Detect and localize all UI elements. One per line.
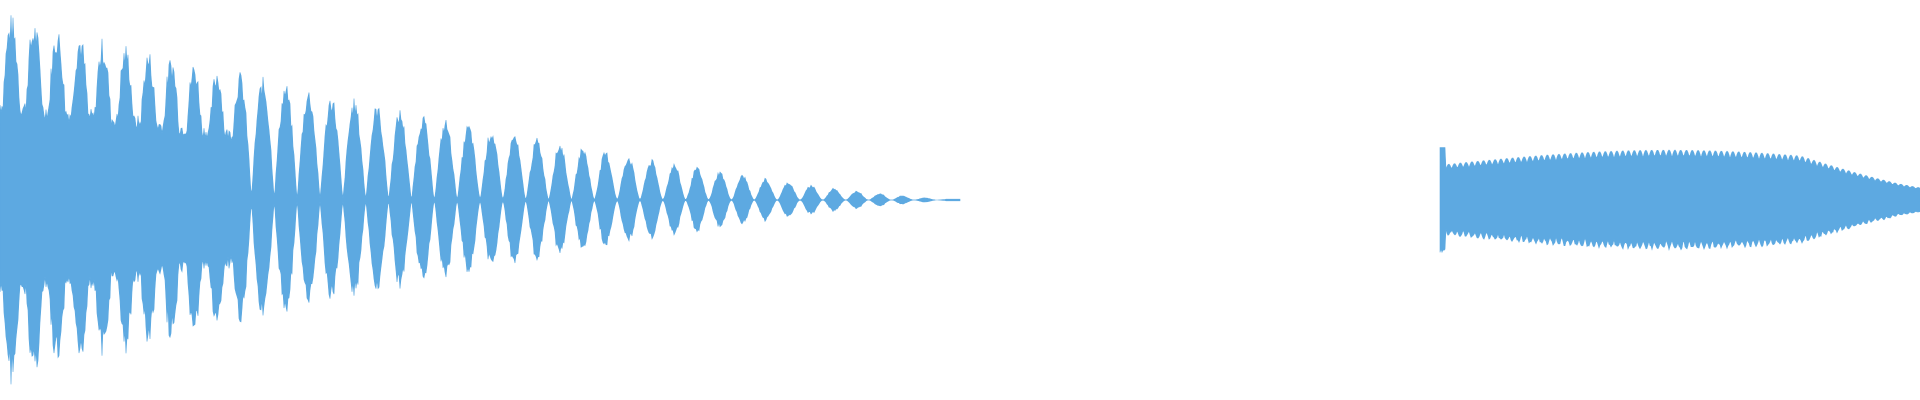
waveform-segment-2: [1439, 147, 1920, 254]
waveform-segment-1: [0, 15, 961, 385]
waveform-segments: [0, 15, 1920, 385]
